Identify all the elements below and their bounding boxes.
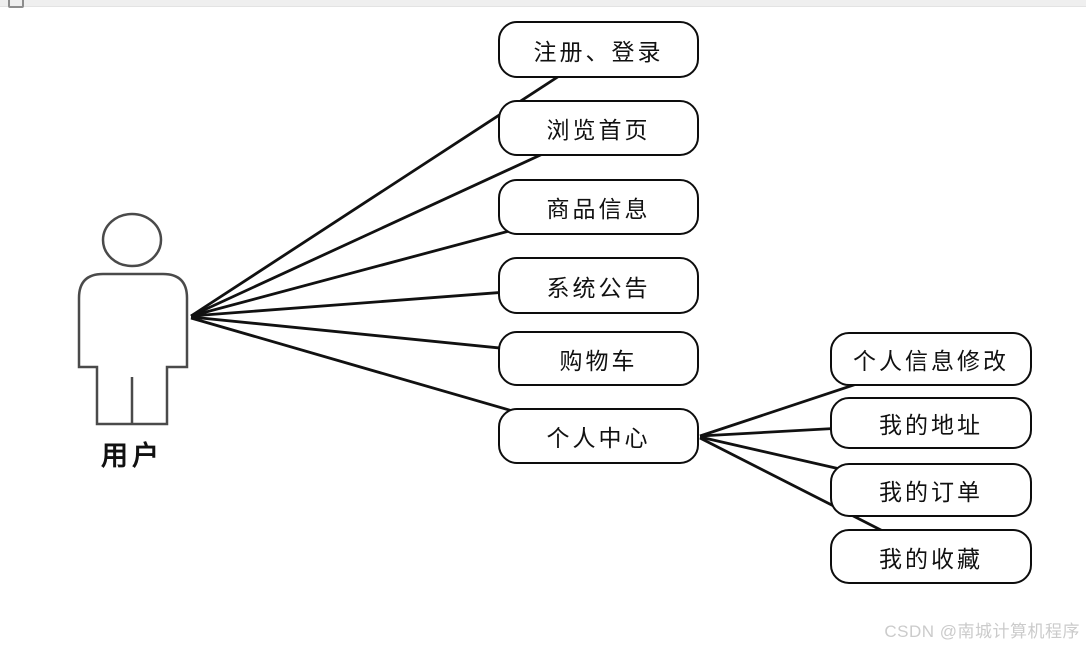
use-case-my-address[interactable]: 我的地址	[830, 397, 1032, 449]
use-case-my-favorites[interactable]: 我的收藏	[830, 529, 1032, 584]
actor-association-lines	[190, 48, 600, 438]
use-case-product-info[interactable]: 商品信息	[498, 179, 699, 235]
watermark-text: CSDN @南城计算机程序	[884, 622, 1080, 641]
use-case-register-login[interactable]: 注册、登录	[498, 21, 699, 78]
toolbar-icon	[8, 0, 24, 8]
line-actor-register-login	[190, 48, 600, 318]
personal-center-association-lines	[699, 357, 933, 558]
use-case-edit-personal-info[interactable]: 个人信息修改	[830, 332, 1032, 386]
clipped-toolbar-strip	[0, 0, 1086, 8]
actor-label: 用户	[101, 441, 163, 471]
line-actor-browse-home	[190, 126, 600, 318]
use-case-personal-center[interactable]: 个人中心	[498, 408, 699, 464]
use-case-system-notice[interactable]: 系统公告	[498, 257, 699, 314]
actor-figure	[77, 212, 189, 426]
use-case-my-orders[interactable]: 我的订单	[830, 463, 1032, 517]
use-case-cart[interactable]: 购物车	[498, 331, 699, 386]
actor-head	[101, 212, 163, 268]
actor-body	[77, 272, 189, 426]
use-case-browse-home[interactable]: 浏览首页	[498, 100, 699, 156]
